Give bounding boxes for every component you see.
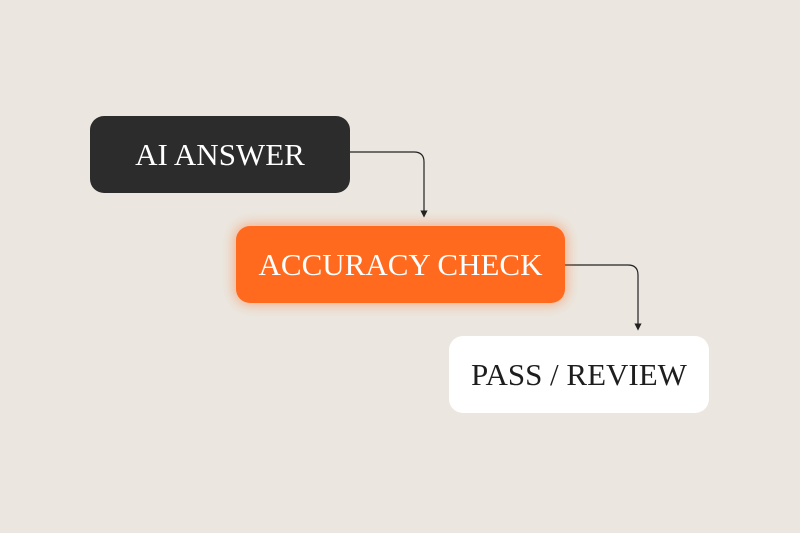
node-ai-answer: AI ANSWER [90, 116, 350, 193]
node-accuracy-check: ACCURACY CHECK [236, 226, 565, 303]
node-accuracy-check-label: ACCURACY CHECK [258, 247, 543, 282]
node-pass-review-label: PASS / REVIEW [471, 357, 687, 392]
node-pass-review: PASS / REVIEW [449, 336, 709, 413]
connector-answer-to-check [350, 151, 428, 218]
connector-check-to-result [565, 264, 642, 331]
node-ai-answer-label: AI ANSWER [135, 137, 305, 172]
